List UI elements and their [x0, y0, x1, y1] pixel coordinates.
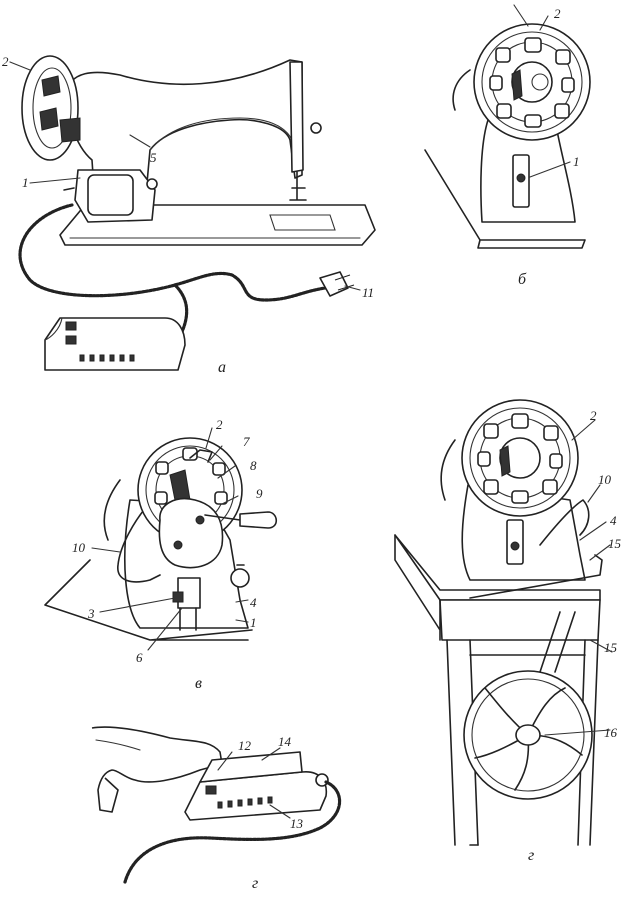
label-g-15: 15	[604, 640, 618, 655]
caption-v: в	[195, 675, 202, 692]
label-g-10: 10	[598, 472, 612, 487]
caption-b: б	[518, 271, 527, 288]
handwheel	[473, 23, 591, 141]
handwheel	[21, 55, 81, 161]
shoe	[91, 726, 223, 813]
label-b-handwheel: 2	[554, 6, 561, 21]
crank-handle	[239, 511, 278, 529]
foot-pedal	[184, 751, 329, 821]
label-v-9: 9	[256, 486, 263, 501]
tension-knob	[310, 122, 322, 134]
label-g-15-top: 15	[608, 536, 622, 551]
label-a-motor: 1	[22, 175, 29, 190]
face-plate	[289, 61, 304, 173]
label-a-plug: 11	[362, 285, 374, 300]
plug	[319, 271, 355, 297]
label-g-16: 16	[604, 725, 618, 740]
label-v-6: 6	[136, 650, 143, 665]
drive-belt	[539, 611, 576, 673]
caption-r: г	[252, 875, 258, 892]
table-apron	[439, 599, 601, 641]
panel-b-handwheel-bracket: 2 1 б	[424, 4, 591, 288]
label-v-10: 10	[72, 540, 86, 555]
caption-g: г	[528, 847, 534, 864]
table-top	[394, 534, 601, 601]
label-r-14: 14	[278, 734, 292, 749]
belt-shifter	[469, 554, 603, 599]
label-g-4: 4	[610, 513, 617, 528]
label-r-13: 13	[290, 816, 304, 831]
table-edge	[44, 559, 253, 641]
panel-g-treadle-drive: 2 10 4 15 15 16 г	[394, 399, 622, 864]
label-v-handwheel: 2	[216, 417, 223, 432]
panel-a-machine-electric-drive: 2 1 5 11 а	[2, 54, 376, 376]
label-a-handwheel: 2	[2, 54, 9, 69]
label-v-4: 4	[250, 595, 257, 610]
label-v-3: 3	[87, 606, 95, 621]
label-a-head: 5	[150, 150, 157, 165]
panel-r-foot-pedal: 12 14 13 г	[91, 726, 342, 892]
foot-pedal	[44, 317, 186, 371]
handwheel	[461, 399, 579, 517]
pedal-cord	[123, 780, 342, 884]
belt-guard	[117, 504, 161, 583]
electric-motor	[63, 169, 158, 223]
hand-crank	[158, 449, 278, 569]
label-g-handwheel: 2	[590, 408, 597, 423]
treadle-flywheel	[463, 670, 593, 800]
label-r-12: 12	[238, 738, 252, 753]
needle-plate	[269, 214, 336, 231]
caption-a: а	[218, 359, 226, 376]
label-v-8: 8	[250, 458, 257, 473]
label-b-bracket: 1	[573, 154, 580, 169]
label-v-7: 7	[243, 434, 250, 449]
label-v-1: 1	[250, 615, 257, 630]
table-edge	[424, 149, 586, 249]
panel-v-hand-drive: 2 7 8 9 10 3 4 1 6 в	[44, 417, 278, 692]
presser-foot	[289, 171, 307, 201]
